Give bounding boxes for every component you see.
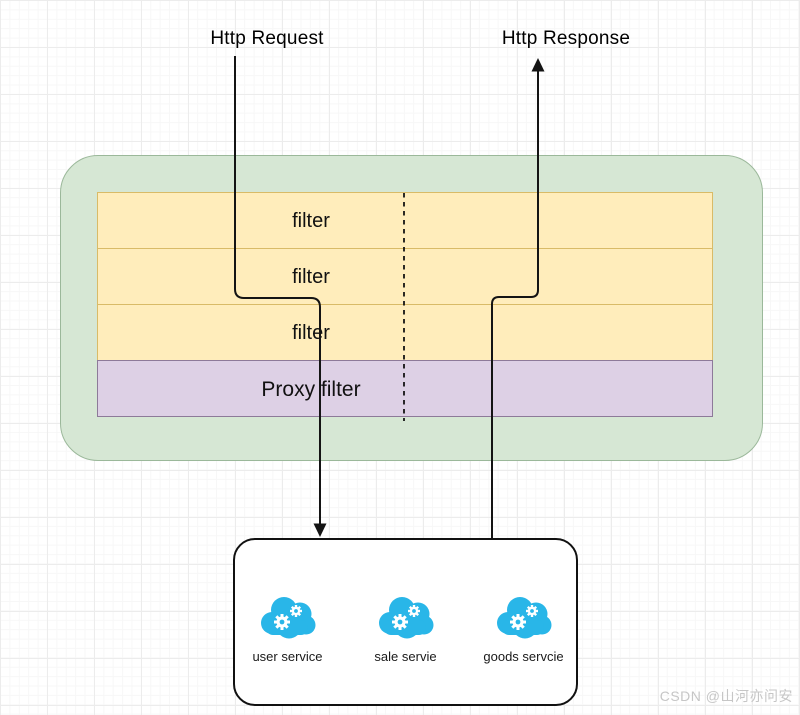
- filter-row-2: filter: [97, 248, 713, 305]
- http-request-label: Http Request: [210, 28, 324, 49]
- cloud-gears-icon: [378, 597, 433, 639]
- filter-row-label: filter: [292, 266, 330, 288]
- filter-row-1: filter: [97, 192, 713, 249]
- service-label: goods servcie: [483, 649, 564, 664]
- service-item-sale: sale servie: [360, 594, 452, 664]
- service-label: user service: [252, 649, 323, 664]
- services-box: user service: [233, 538, 578, 706]
- service-item-user: user service: [242, 594, 334, 664]
- http-response-label: Http Response: [501, 28, 631, 49]
- filter-stack: filter filter filter Proxy filter: [97, 192, 713, 417]
- service-label: sale servie: [374, 649, 437, 664]
- watermark: CSDN @山河亦问安: [659, 688, 793, 704]
- filter-row-label: filter: [292, 210, 330, 232]
- service-item-goods: goods servcie: [478, 594, 570, 664]
- cloud-gears-icon: [260, 597, 315, 639]
- proxy-filter-row: Proxy filter: [97, 360, 713, 417]
- filter-row-3: filter: [97, 304, 713, 361]
- proxy-filter-label: Proxy filter: [261, 378, 361, 401]
- cloud-gears-icon: [496, 597, 551, 639]
- filter-row-label: filter: [292, 322, 330, 344]
